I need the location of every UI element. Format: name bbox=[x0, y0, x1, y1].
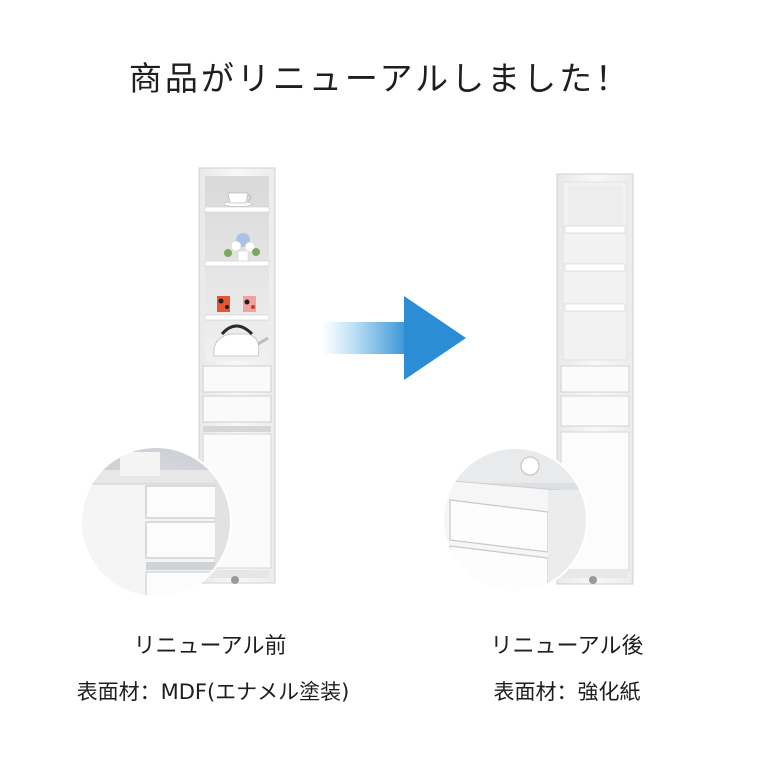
patterned-cups-icon bbox=[217, 296, 256, 312]
headline: 商品がリニューアルしました！ bbox=[128, 59, 632, 98]
before-title: リニューアル前 bbox=[133, 634, 287, 659]
before-cabinet bbox=[198, 167, 276, 584]
after-title: リニューアル後 bbox=[490, 634, 644, 659]
before-detail-zoom bbox=[80, 446, 232, 598]
kettle-icon bbox=[213, 324, 269, 357]
arrow-right-icon bbox=[322, 296, 466, 380]
after-detail-zoom bbox=[442, 447, 588, 593]
flower-vase-icon bbox=[224, 233, 260, 262]
cup-icon bbox=[223, 192, 253, 207]
after-material: 表面材：強化紙 bbox=[493, 680, 641, 704]
before-material: 表面材：MDF(エナメル塗装) bbox=[76, 680, 350, 704]
